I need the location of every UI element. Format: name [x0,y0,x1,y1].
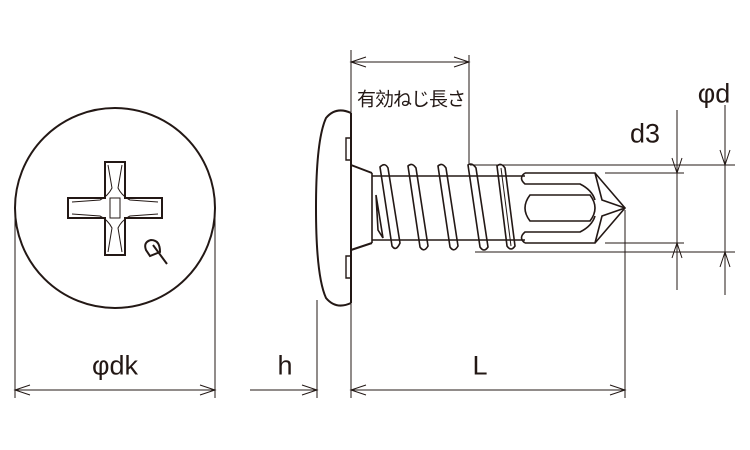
dk-label: φdk [91,350,139,381]
head-top-view [14,107,216,309]
h-L-dimension [250,50,627,398]
dk-dimension [13,208,217,398]
diameter-dimensions [470,105,735,295]
recess-mark-p-icon [144,238,168,265]
d-label: φd [697,78,731,109]
threaded-shank [371,163,525,251]
effective-thread-dimension [349,55,471,165]
h-label: h [277,350,293,381]
drill-point [520,172,627,244]
phillips-recess-icon [67,161,163,256]
head-side-view [314,109,373,307]
effective-thread-length-label: 有効ねじ長さ [356,88,466,111]
d3-label: d3 [629,118,661,149]
l-label: L [472,350,488,381]
